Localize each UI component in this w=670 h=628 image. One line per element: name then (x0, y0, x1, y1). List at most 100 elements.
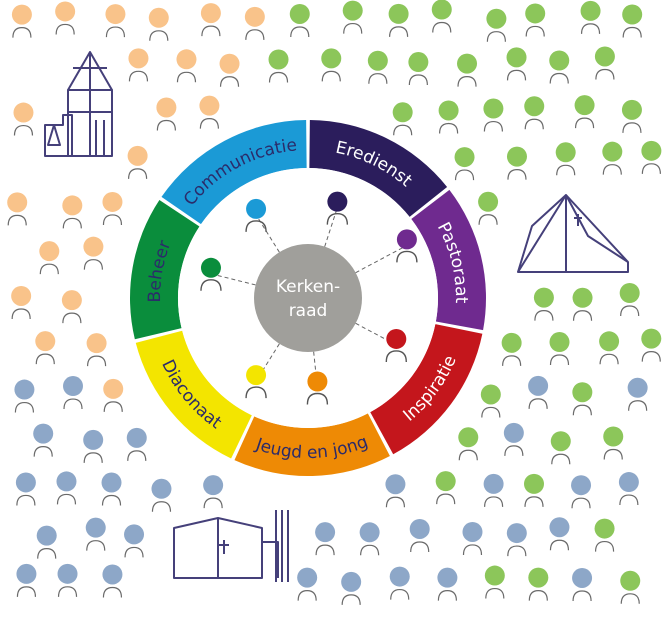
center-label-line1: Kerken- (276, 277, 340, 297)
crowd-person (603, 426, 624, 460)
crowd-person (56, 471, 77, 505)
role-wheel: Kerken- raad Eredienst Pastoraat Inspira… (126, 116, 490, 480)
crowd-person (618, 472, 639, 506)
crowd-person (101, 472, 122, 506)
crowd-person (458, 427, 479, 461)
crowd-person (528, 567, 549, 601)
crowd-person (315, 522, 336, 556)
crowd-person (622, 4, 643, 38)
crowd-person (408, 52, 429, 86)
segment-eredienst (309, 120, 448, 217)
crowd-person (39, 241, 60, 275)
crowd-person (555, 142, 576, 176)
crowd-person (127, 145, 148, 179)
crowd-background (7, 0, 662, 605)
crowd-person (506, 47, 527, 81)
crowd-person (620, 570, 641, 604)
crowd-person (33, 423, 54, 457)
crowd-person (480, 384, 501, 418)
crowd-person (506, 523, 527, 557)
crowd-person (572, 287, 593, 321)
crowd-person (438, 100, 459, 134)
crowd-person (341, 571, 362, 605)
crowd-person (388, 3, 409, 37)
role-members (200, 191, 418, 405)
crowd-person (594, 46, 615, 80)
crowd-person (501, 332, 522, 366)
crowd-person (61, 290, 82, 324)
crowd-person (457, 53, 478, 87)
crowd-person (219, 53, 240, 87)
crowd-person (574, 95, 595, 129)
crowd-person (11, 285, 32, 319)
member-pastoraat (396, 229, 418, 263)
crowd-person (483, 473, 504, 507)
crowd-person (321, 48, 342, 82)
crowd-person (151, 478, 172, 512)
crowd-person (268, 49, 289, 83)
crowd-person (63, 376, 84, 410)
crowd-person (641, 328, 662, 362)
crowd-person (200, 3, 221, 37)
kerkenraad-center (254, 244, 362, 352)
crowd-person (83, 236, 104, 270)
crowd-person (57, 563, 78, 597)
member-jeugd (306, 371, 329, 405)
crowd-person (506, 146, 527, 180)
crowd-person (619, 283, 640, 317)
crowd-person (484, 565, 505, 599)
crowd-person (103, 378, 124, 412)
crowd-person (594, 518, 615, 552)
crowd-person (102, 191, 123, 225)
crowd-person (105, 4, 126, 38)
crowd-person (14, 379, 35, 413)
crowd-person (627, 377, 648, 411)
crowd-person (128, 48, 149, 82)
crowd-person (431, 0, 452, 33)
crowd-person (55, 1, 76, 35)
crowd-person (528, 375, 549, 409)
crowd-person (392, 102, 413, 136)
crowd-person (533, 287, 554, 321)
crowd-person (289, 3, 310, 38)
crowd-person (599, 331, 620, 365)
crowd-person (409, 518, 430, 553)
crowd-person (435, 471, 456, 505)
member-communicatie (245, 198, 267, 232)
crowd-person (572, 567, 593, 601)
crowd-person (62, 195, 83, 229)
member-eredienst (326, 191, 349, 225)
crowd-person (549, 517, 570, 551)
crowd-person (126, 427, 147, 461)
crowd-person (297, 567, 318, 601)
crowd-person (35, 331, 56, 365)
crowd-person (503, 422, 524, 456)
crowd-person (148, 7, 169, 41)
crowd-person (525, 3, 546, 37)
segment-communicatie (161, 120, 307, 225)
crowd-person (367, 50, 388, 84)
crowd-person (437, 567, 458, 601)
crowd-person (199, 95, 220, 129)
crowd-person (602, 141, 623, 175)
crowd-person (7, 192, 28, 226)
crowd-person (486, 8, 507, 42)
crowd-person (389, 566, 410, 600)
crowd-person (641, 140, 662, 174)
crowd-person (15, 472, 36, 506)
crowd-person (36, 525, 57, 559)
member-diaconaat (245, 365, 267, 399)
crowd-person (203, 475, 224, 509)
segment-inspiratie (370, 324, 483, 455)
crowd-person (244, 6, 265, 40)
church-modern-icon (173, 510, 289, 582)
church-tent-icon (517, 194, 629, 273)
crowd-person (580, 0, 601, 34)
crowd-person (156, 97, 177, 131)
crowd-person (621, 99, 642, 133)
segment-jeugd (234, 413, 390, 477)
crowd-person (454, 147, 475, 181)
crowd-person (83, 429, 104, 463)
crowd-person (124, 524, 145, 558)
